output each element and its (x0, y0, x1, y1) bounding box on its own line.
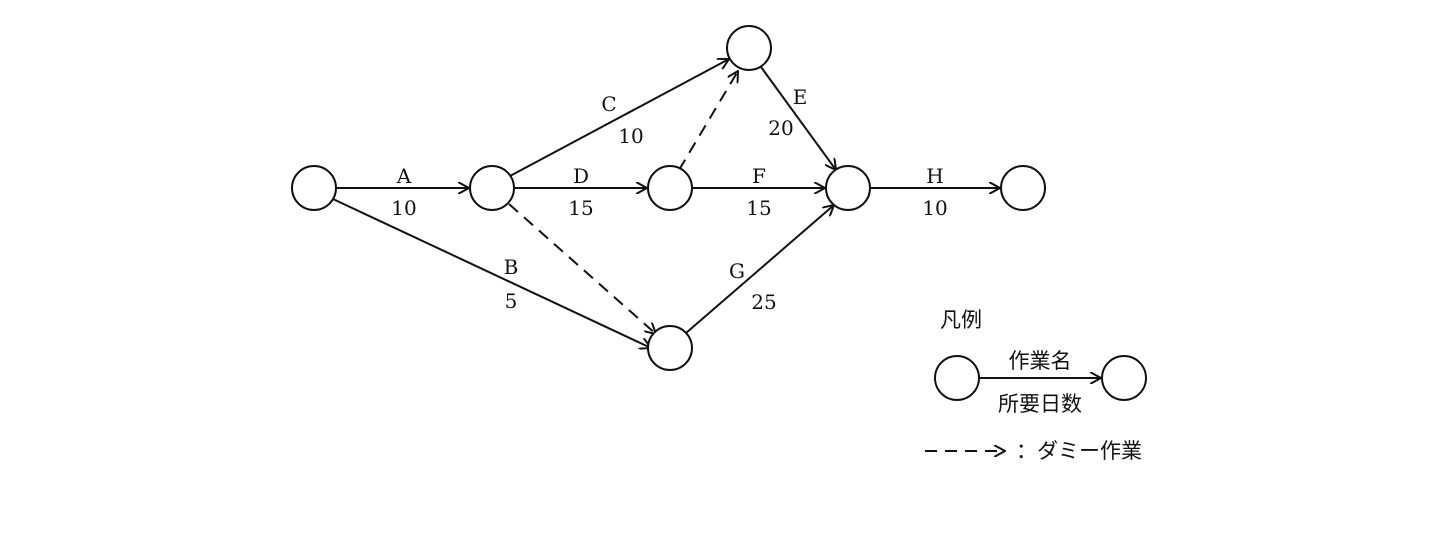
activity-b-days: 5 (505, 289, 518, 313)
legend-activity-name: 作業名 (1009, 349, 1072, 373)
activity-e-days: 20 (768, 116, 793, 140)
activity-a-days: 10 (391, 196, 416, 220)
activity-g-days: 25 (751, 290, 776, 314)
activity-d-days: 15 (568, 196, 593, 220)
event-node-3 (726, 25, 772, 71)
legend-title: 凡例 (940, 308, 982, 332)
edge-g (685, 205, 834, 334)
activity-f-days: 15 (746, 196, 771, 220)
activity-h-days: 10 (922, 196, 947, 220)
edge-c (509, 59, 729, 177)
activity-f-name: F (752, 164, 766, 188)
activity-c-name: C (601, 92, 616, 116)
legend: 凡例 作業名 所要日数 ：ダミー作業 (925, 308, 1147, 463)
edge-dummy-2 (508, 203, 656, 334)
activity-a-name: A (396, 164, 412, 188)
legend-end-node (1101, 355, 1147, 401)
event-node-2 (469, 165, 515, 211)
event-node-5 (825, 165, 871, 211)
activity-b-name: B (504, 255, 519, 279)
activity-c-days: 10 (618, 124, 643, 148)
activity-h-name: H (926, 164, 943, 188)
event-node-7 (1000, 165, 1046, 211)
legend-dummy-label: ：ダミー作業 (1016, 439, 1142, 463)
event-node-1 (291, 165, 337, 211)
legend-start-node (934, 355, 980, 401)
event-node-6 (647, 325, 693, 371)
activity-d-name: D (573, 164, 589, 188)
edge-dummy-1 (678, 71, 738, 171)
edge-e (760, 66, 836, 170)
edge-b (332, 198, 651, 348)
event-node-4 (647, 165, 693, 211)
activity-g-name: G (729, 259, 745, 283)
activity-e-name: E (793, 85, 808, 109)
legend-required-days: 所要日数 (998, 392, 1082, 416)
